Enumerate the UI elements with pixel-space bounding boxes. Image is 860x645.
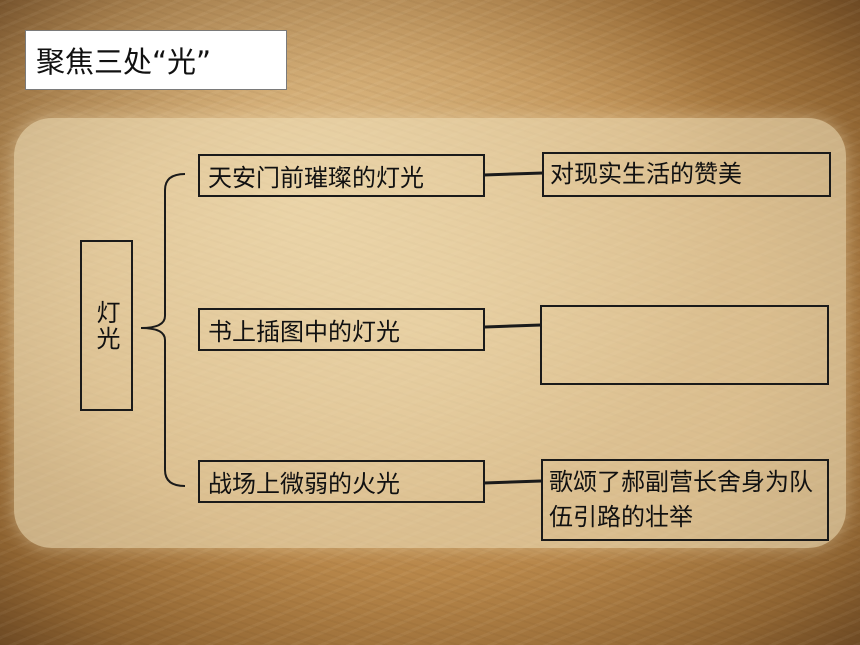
result-node-2 bbox=[540, 305, 829, 385]
main-brace bbox=[140, 173, 186, 487]
connector-2 bbox=[484, 323, 542, 329]
result-label-1: 对现实生活的赞美 bbox=[550, 160, 742, 188]
content-panel bbox=[14, 118, 846, 548]
slide-title: 聚焦三处“光” bbox=[25, 30, 287, 90]
item-label-1: 天安门前璀璨的灯光 bbox=[208, 164, 424, 192]
slide-title-text: 聚焦三处“光” bbox=[36, 45, 212, 79]
connector-3 bbox=[483, 479, 542, 485]
item-node-2: 书上插图中的灯光 bbox=[198, 308, 485, 351]
item-label-2: 书上插图中的灯光 bbox=[208, 318, 400, 346]
root-node: 灯光 bbox=[80, 240, 133, 411]
result-label-3: 歌颂了郝副营长舍身为队伍引路的壮举 bbox=[549, 468, 813, 531]
root-label: 灯光 bbox=[92, 299, 120, 352]
result-node-1: 对现实生活的赞美 bbox=[542, 152, 831, 197]
connector-1 bbox=[483, 171, 544, 177]
item-label-3: 战场上微弱的火光 bbox=[208, 470, 400, 498]
item-node-3: 战场上微弱的火光 bbox=[198, 460, 485, 503]
result-node-3: 歌颂了郝副营长舍身为队伍引路的壮举 bbox=[541, 459, 829, 541]
item-node-1: 天安门前璀璨的灯光 bbox=[198, 154, 485, 197]
